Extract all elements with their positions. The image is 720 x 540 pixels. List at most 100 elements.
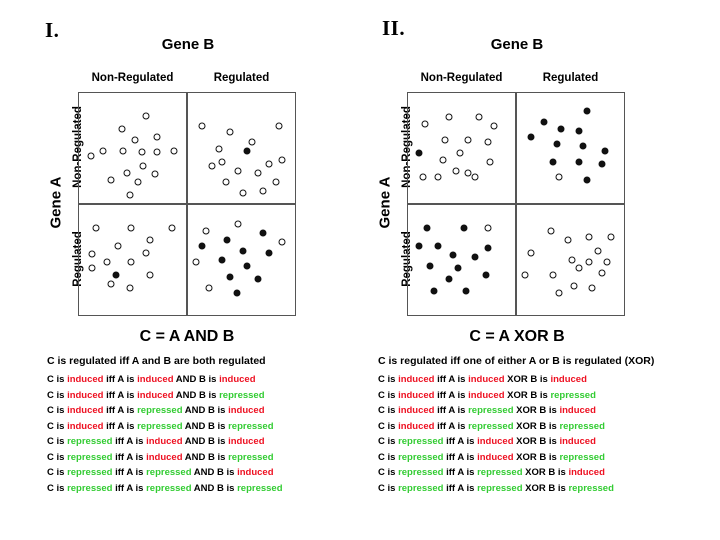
data-point-filled [265, 249, 273, 257]
quadrant-bl [408, 204, 516, 315]
state-induced: induced [477, 451, 514, 463]
state-repressed: repressed [228, 420, 274, 432]
data-point-open [445, 113, 453, 121]
data-point-open [254, 169, 262, 177]
data-point-open [464, 136, 472, 144]
rule-text: iff A is [434, 389, 469, 401]
data-point-open [151, 170, 159, 178]
rule-line-3: C is induced iff A is repressed AND B is… [47, 419, 283, 435]
data-point-filled [575, 127, 583, 135]
state-repressed: repressed [219, 389, 265, 401]
quadrant-tl [408, 93, 516, 204]
data-point-open [570, 282, 578, 290]
data-point-filled [430, 287, 438, 295]
rule-text: AND B is [173, 374, 220, 385]
rule-line-2: C is induced iff A is repressed AND B is… [47, 403, 283, 419]
rule-text: AND B is [191, 482, 238, 494]
data-point-filled [583, 176, 591, 184]
data-point-open [265, 160, 273, 168]
data-point-filled [218, 256, 226, 263]
state-induced: induced [477, 436, 514, 447]
rule-line-6: C is repressed iff A is repressed AND B … [47, 465, 283, 481]
data-point-open [215, 145, 223, 152]
state-repressed: repressed [237, 482, 283, 494]
data-point-open [547, 227, 555, 235]
gene-a-title: Gene A [47, 176, 65, 229]
state-induced: induced [228, 405, 265, 416]
data-point-filled [449, 251, 457, 259]
data-point-open [419, 173, 427, 181]
rule-list: C is induced iff A is induced AND B is i… [47, 372, 283, 496]
state-induced: induced [468, 374, 505, 385]
data-point-open [441, 136, 449, 144]
state-induced: induced [568, 467, 605, 478]
state-induced: induced [219, 374, 256, 385]
data-point-open [521, 271, 529, 279]
quadrant-br [516, 204, 624, 315]
panel-number: II. [382, 16, 406, 40]
state-induced: induced [398, 374, 435, 385]
state-repressed: repressed [468, 420, 514, 432]
data-point-open [226, 128, 234, 136]
data-point-open [92, 224, 100, 232]
state-induced: induced [559, 405, 596, 416]
data-point-filled [112, 271, 120, 279]
rule-line-2: C is induced iff A is repressed XOR B is… [378, 403, 614, 419]
data-point-open [484, 224, 492, 232]
data-point-filled [583, 107, 591, 115]
quadrant-tl [79, 93, 187, 204]
rule-line-1: C is induced iff A is induced XOR B is r… [378, 388, 614, 404]
rule-text: iff A is [434, 405, 469, 416]
data-point-open [421, 120, 429, 128]
state-induced: induced [67, 374, 104, 385]
state-induced: induced [237, 467, 274, 478]
column-header-non-regulated: Non-Regulated [91, 72, 174, 84]
data-point-open [170, 147, 178, 155]
state-repressed: repressed [468, 405, 514, 416]
state-induced: induced [67, 420, 104, 432]
state-induced: induced [146, 436, 183, 447]
rule-text: iff A is [443, 482, 478, 494]
data-point-open [142, 112, 150, 120]
rule-text: iff A is [103, 405, 138, 416]
data-point-open [490, 122, 498, 130]
rule-text: iff A is [112, 467, 147, 478]
rule-text: C is [378, 451, 399, 463]
state-repressed: repressed [568, 482, 614, 494]
data-point-open [208, 162, 216, 170]
quadrant-tr [187, 93, 295, 204]
data-point-open [146, 236, 154, 244]
rule-text: XOR B is [513, 451, 560, 463]
column-header-regulated: Regulated [542, 72, 599, 84]
quadrant-br [187, 204, 295, 315]
data-point-open [603, 258, 611, 266]
data-point-open [275, 122, 283, 130]
quadrant-bl [79, 204, 187, 315]
rule-text: AND B is [182, 451, 229, 463]
rule-text: XOR B is [522, 482, 569, 494]
rule-text: XOR B is [522, 467, 569, 478]
rule-text: XOR B is [504, 389, 551, 401]
data-point-filled [415, 242, 423, 250]
data-point-open [142, 249, 150, 257]
data-point-open [153, 148, 161, 156]
data-point-filled [239, 247, 247, 255]
data-point-filled [434, 242, 442, 250]
data-point-open [434, 173, 442, 181]
data-point-open [278, 156, 286, 164]
state-induced: induced [398, 420, 435, 432]
data-point-open [114, 242, 122, 250]
rule-text: XOR B is [513, 436, 560, 447]
rule-text: C is [47, 451, 68, 463]
data-point-filled [415, 149, 423, 157]
equation-title: C = A AND B [139, 328, 235, 345]
data-point-open [585, 258, 593, 266]
data-point-filled [445, 275, 453, 283]
rule-text: C is [378, 420, 399, 432]
state-repressed: repressed [398, 451, 444, 463]
data-point-filled [484, 244, 492, 252]
state-repressed: repressed [67, 436, 113, 447]
data-point-open [259, 187, 267, 195]
rule-text: AND B is [182, 405, 229, 416]
data-point-open [555, 289, 563, 297]
